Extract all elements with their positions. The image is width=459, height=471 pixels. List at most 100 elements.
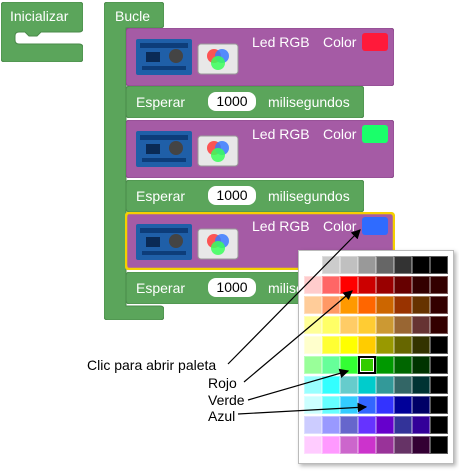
palette-color-cell[interactable] bbox=[322, 316, 340, 334]
palette-color-cell[interactable] bbox=[304, 256, 322, 274]
palette-color-cell[interactable] bbox=[304, 416, 322, 434]
color-palette-dropdown[interactable] bbox=[298, 250, 454, 464]
palette-color-cell[interactable] bbox=[412, 436, 430, 454]
palette-color-cell[interactable] bbox=[322, 376, 340, 394]
palette-color-cell[interactable] bbox=[340, 436, 358, 454]
palette-color-cell[interactable] bbox=[394, 296, 412, 314]
palette-color-cell[interactable] bbox=[358, 296, 376, 314]
palette-color-cell[interactable] bbox=[358, 316, 376, 334]
palette-color-cell[interactable] bbox=[430, 276, 448, 294]
led-block-shape bbox=[126, 28, 394, 86]
palette-color-cell[interactable] bbox=[376, 316, 394, 334]
palette-color-cell[interactable] bbox=[340, 396, 358, 414]
annotation-click-palette: Clic para abrir paleta bbox=[87, 357, 217, 373]
palette-color-cell[interactable] bbox=[304, 396, 322, 414]
palette-color-cell[interactable] bbox=[304, 276, 322, 294]
palette-color-cell[interactable] bbox=[412, 296, 430, 314]
palette-color-cell[interactable] bbox=[412, 396, 430, 414]
palette-color-cell[interactable] bbox=[358, 336, 376, 354]
palette-color-cell[interactable] bbox=[394, 376, 412, 394]
palette-color-cell[interactable] bbox=[376, 396, 394, 414]
palette-color-cell[interactable] bbox=[376, 296, 394, 314]
palette-color-cell[interactable] bbox=[340, 296, 358, 314]
palette-color-cell[interactable] bbox=[430, 416, 448, 434]
palette-color-cell[interactable] bbox=[340, 276, 358, 294]
palette-color-cell[interactable] bbox=[394, 276, 412, 294]
palette-color-cell[interactable] bbox=[340, 376, 358, 394]
palette-color-cell[interactable] bbox=[322, 396, 340, 414]
palette-color-cell[interactable] bbox=[322, 436, 340, 454]
palette-color-cell[interactable] bbox=[322, 296, 340, 314]
palette-color-cell[interactable] bbox=[304, 356, 322, 374]
color-palette-grid bbox=[304, 256, 448, 460]
palette-color-cell[interactable] bbox=[322, 336, 340, 354]
palette-color-cell[interactable] bbox=[394, 396, 412, 414]
arduino-led-image bbox=[136, 128, 242, 170]
delay-input[interactable]: 1000 bbox=[208, 278, 256, 297]
palette-color-cell[interactable] bbox=[430, 316, 448, 334]
palette-color-cell[interactable] bbox=[304, 336, 322, 354]
palette-color-cell[interactable] bbox=[430, 376, 448, 394]
palette-color-cell[interactable] bbox=[394, 316, 412, 334]
init-block[interactable]: Inicializar bbox=[1, 2, 83, 62]
palette-color-cell[interactable] bbox=[304, 316, 322, 334]
palette-color-cell[interactable] bbox=[394, 256, 412, 274]
palette-color-cell[interactable] bbox=[430, 356, 448, 374]
wait-label: Esperar bbox=[136, 188, 186, 204]
palette-color-cell[interactable] bbox=[358, 396, 376, 414]
palette-color-cell[interactable] bbox=[322, 416, 340, 434]
palette-color-cell[interactable] bbox=[322, 356, 340, 374]
palette-color-cell[interactable] bbox=[394, 436, 412, 454]
color-swatch-green[interactable] bbox=[362, 125, 388, 143]
palette-color-cell[interactable] bbox=[304, 436, 322, 454]
palette-color-cell[interactable] bbox=[376, 356, 394, 374]
palette-color-cell[interactable] bbox=[412, 356, 430, 374]
palette-color-cell[interactable] bbox=[394, 336, 412, 354]
palette-color-cell[interactable] bbox=[340, 416, 358, 434]
unit-label: milisegundos bbox=[268, 94, 350, 110]
palette-color-cell[interactable] bbox=[430, 256, 448, 274]
palette-color-cell[interactable] bbox=[340, 356, 358, 374]
palette-color-cell[interactable] bbox=[430, 296, 448, 314]
delay-input[interactable]: 1000 bbox=[208, 92, 256, 111]
palette-color-cell[interactable] bbox=[412, 376, 430, 394]
palette-color-cell[interactable] bbox=[358, 436, 376, 454]
palette-color-cell[interactable] bbox=[358, 276, 376, 294]
arduino-board-icon bbox=[136, 224, 239, 260]
led-rgb-block[interactable]: Led RGB Color bbox=[126, 28, 394, 86]
palette-color-cell[interactable] bbox=[304, 296, 322, 314]
palette-color-cell[interactable] bbox=[376, 336, 394, 354]
palette-color-cell[interactable] bbox=[376, 276, 394, 294]
palette-color-cell-selected[interactable] bbox=[358, 356, 376, 374]
palette-color-cell[interactable] bbox=[358, 256, 376, 274]
palette-color-cell[interactable] bbox=[340, 316, 358, 334]
led-rgb-block[interactable]: Led RGB Color bbox=[126, 120, 394, 178]
palette-color-cell[interactable] bbox=[358, 416, 376, 434]
palette-color-cell[interactable] bbox=[376, 376, 394, 394]
palette-color-cell[interactable] bbox=[430, 396, 448, 414]
palette-color-cell[interactable] bbox=[304, 376, 322, 394]
palette-color-cell[interactable] bbox=[412, 416, 430, 434]
palette-color-cell[interactable] bbox=[394, 416, 412, 434]
palette-color-cell[interactable] bbox=[322, 256, 340, 274]
palette-color-cell[interactable] bbox=[412, 316, 430, 334]
loop-block[interactable]: Bucle bbox=[104, 2, 404, 320]
palette-color-cell[interactable] bbox=[430, 336, 448, 354]
palette-color-cell[interactable] bbox=[412, 336, 430, 354]
palette-color-cell[interactable] bbox=[322, 276, 340, 294]
palette-color-cell[interactable] bbox=[358, 376, 376, 394]
palette-color-cell[interactable] bbox=[412, 256, 430, 274]
palette-color-cell[interactable] bbox=[412, 276, 430, 294]
palette-color-cell[interactable] bbox=[340, 336, 358, 354]
palette-color-cell[interactable] bbox=[340, 256, 358, 274]
palette-color-cell[interactable] bbox=[376, 436, 394, 454]
palette-color-cell[interactable] bbox=[430, 436, 448, 454]
palette-color-cell[interactable] bbox=[376, 256, 394, 274]
delay-input[interactable]: 1000 bbox=[208, 186, 256, 205]
color-swatch-red[interactable] bbox=[362, 33, 388, 51]
wait-block[interactable]: Esperar 1000 milisegundos bbox=[126, 180, 364, 212]
color-swatch-blue[interactable] bbox=[362, 217, 388, 235]
palette-color-cell[interactable] bbox=[394, 356, 412, 374]
palette-color-cell[interactable] bbox=[376, 416, 394, 434]
wait-block[interactable]: Esperar 1000 milisegundos bbox=[126, 86, 364, 118]
